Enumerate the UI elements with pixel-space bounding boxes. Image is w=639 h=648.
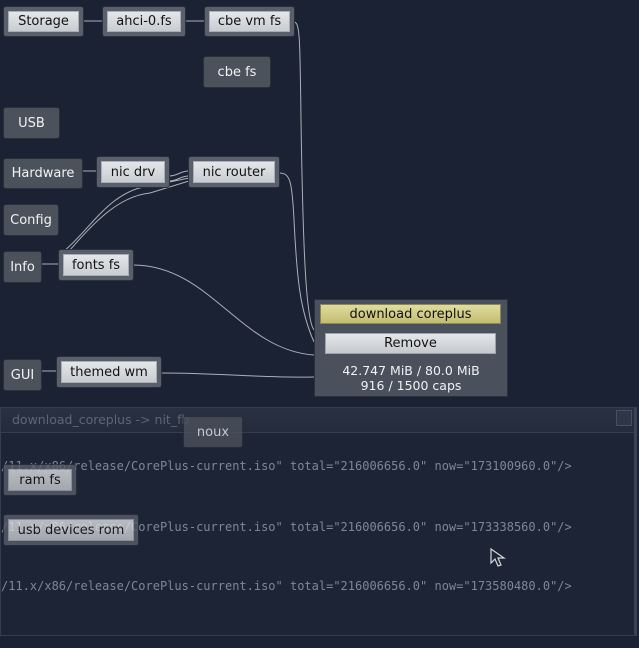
node-fonts-fs[interactable]: fonts fs [59, 250, 133, 280]
remove-button[interactable]: Remove [325, 333, 496, 354]
mouse-pointer-icon [490, 548, 506, 567]
node-cbe-fs[interactable]: cbe fs [204, 57, 270, 87]
caps-usage: 916 / 1500 caps [360, 378, 462, 393]
node-cbe-vm-fs[interactable]: cbe vm fs [205, 7, 294, 36]
log-line: /11.x/x86/release/CorePlus-current.iso" … [1, 459, 572, 473]
node-usb[interactable]: USB [4, 108, 59, 138]
node-info[interactable]: Info [4, 252, 41, 282]
node-config[interactable]: Config [4, 205, 58, 235]
node-gui[interactable]: GUI [4, 360, 41, 390]
node-storage[interactable]: Storage [4, 7, 83, 36]
node-themed-wm[interactable]: themed wm [57, 357, 161, 387]
ram-usage: 42.747 MiB / 80.0 MiB [342, 363, 480, 378]
log-window-titlebar[interactable]: download_coreplus -> nit_fb [1, 408, 634, 433]
node-nic-router[interactable]: nic router [189, 157, 279, 187]
component-popup: download coreplus Remove 42.747 MiB / 80… [314, 299, 508, 397]
close-icon[interactable] [616, 410, 632, 426]
node-usb-devices-rom[interactable]: usb devices rom [4, 515, 138, 545]
node-ram-fs[interactable]: ram fs [4, 465, 76, 495]
node-nic-drv[interactable]: nic drv [97, 157, 169, 187]
log-window-title: download_coreplus -> nit_fb [12, 412, 190, 427]
node-hardware[interactable]: Hardware [4, 159, 82, 188]
node-noux[interactable]: noux [184, 417, 242, 447]
download-coreplus-button[interactable]: download coreplus [320, 304, 501, 324]
node-ahci[interactable]: ahci-0.fs [103, 7, 185, 36]
log-line: /11.x/x86/release/CorePlus-current.iso" … [1, 579, 572, 593]
